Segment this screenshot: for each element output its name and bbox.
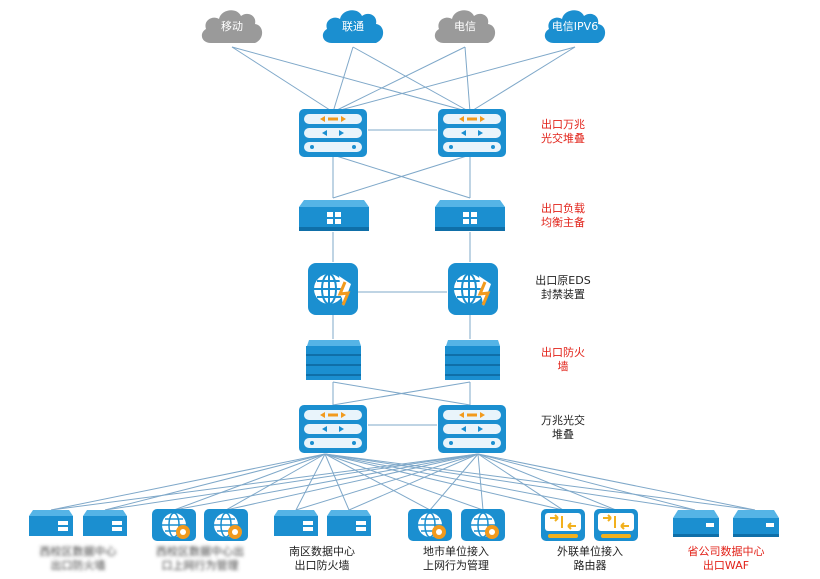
waf-icon [673,510,719,537]
cloud-telecom: 电信 [434,10,496,43]
group-label-line2: 出口防火墙 [51,558,106,572]
cloud-unicom: 联通 [322,10,384,43]
access-links [50,453,756,511]
access-link [477,453,484,511]
access-link [173,453,479,511]
load-balancer-icon [299,200,369,231]
group-label-line1: 外联单位接入 [557,544,623,558]
tier-label-line1: 万兆光交 [541,413,585,427]
group-label-line1: 省公司数据中心 [688,544,765,558]
cloud-mobile: 移动 [201,10,263,43]
group-label-line1: 南区数据中心 [289,544,355,558]
access-link [104,453,326,511]
access-link [225,453,326,511]
behavior-mgmt-icon [460,508,506,542]
behavior-mgmt-icon [203,508,249,542]
access-link [429,453,479,511]
group-label-line2: 出口防火墙 [295,558,350,572]
access-link [295,453,326,511]
links [231,46,576,426]
tier-label-line2: 封禁装置 [541,287,585,301]
router-icon [593,508,639,542]
waf-icon [733,510,779,537]
group-label-line2: 口上网行为管理 [162,558,239,572]
access-link [50,453,479,511]
cloud-label: 电信 [454,20,476,33]
cloud-label: 电信IPV6 [552,20,598,33]
access-link [477,453,617,511]
router-icon [540,508,586,542]
access-link [348,453,479,511]
group-label-line2: 路由器 [574,558,607,572]
access-link [324,453,564,511]
cloud-label: 移动 [221,20,243,33]
access-link [477,453,564,511]
cloud-label: 联通 [342,20,364,33]
tier-label-line2: 光交堆叠 [541,131,585,145]
group-label-line1: 西校区数据中心 [40,544,117,558]
firewall-icon [327,510,371,536]
eds-icon [307,262,359,316]
tier-label-line1: 出口负载 [541,201,585,215]
tier-labels: 出口万兆 光交堆叠 出口负载 均衡主备 出口原EDS 封禁装置 出口防火 墙 万… [535,117,590,441]
access-link [104,453,479,511]
firewall-icon [274,510,318,536]
switch-icon [438,109,506,157]
switch-icon [299,109,367,157]
tier-label-line2: 墙 [558,359,569,373]
tier-label-line1: 出口万兆 [541,117,585,131]
switch-icon [299,405,367,453]
access-link [324,453,756,511]
access-link [324,453,696,511]
firewall-icon [83,510,127,536]
tier-label-line1: 出口防火 [541,345,585,359]
load-balancer-icon [435,200,505,231]
group-label-line1: 地市单位接入 [423,544,489,558]
access-link [50,453,326,511]
access-link [324,453,431,511]
access-link [295,453,479,511]
access-link [225,453,479,511]
group-label-line2: 出口WAF [703,558,749,572]
access-link [324,453,484,511]
access-link [324,453,350,511]
bottom-labels: 西校区数据中心 出口防火墙 西校区数据中心出 口上网行为管理 南区数据中心 出口… [40,544,765,572]
access-link [477,453,696,511]
cloud-telecom-ipv6: 电信IPV6 [544,10,606,43]
group-label-line2: 上网行为管理 [423,558,489,572]
tier-label-line2: 堆叠 [552,428,574,441]
eds-icon [447,262,499,316]
access-link [173,453,326,511]
group-label-line1: 西校区数据中心出 [156,544,244,558]
firewall-icon [306,340,361,380]
tier-label-line1: 出口原EDS [535,273,590,287]
firewall-icon [445,340,500,380]
access-link [324,453,617,511]
tier-label-line2: 均衡主备 [541,215,585,229]
behavior-mgmt-icon [151,508,197,542]
firewall-icon [29,510,73,536]
switch-icon [438,405,506,453]
access-link [477,453,756,511]
behavior-mgmt-icon [407,508,453,542]
